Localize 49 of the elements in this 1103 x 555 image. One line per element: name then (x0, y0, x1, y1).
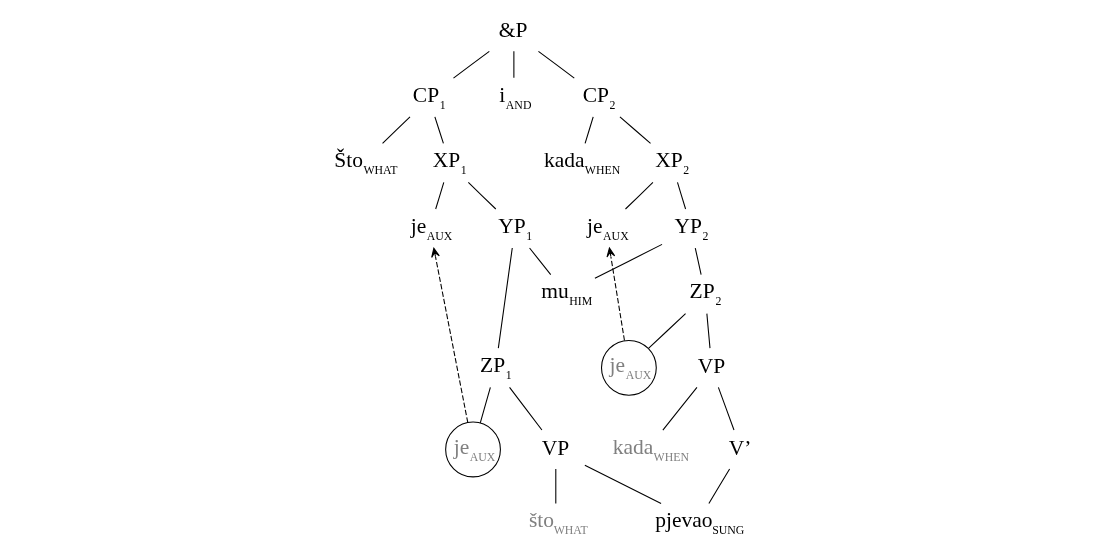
connector (537, 50, 575, 79)
node-circle: je$_{AUX}$ (600, 339, 657, 396)
connector (706, 313, 711, 349)
connector (497, 247, 513, 349)
node-text: je$_{AUX}$ (586, 213, 629, 243)
connector (619, 116, 652, 144)
node-text: CP$_{2}$ (582, 82, 616, 112)
connector (513, 50, 515, 79)
node-text: CP$_{1}$ (412, 82, 446, 112)
connector (594, 243, 663, 279)
node-text: YP$_{2}$ (674, 213, 709, 243)
node-text: je$_{AUX}$ (410, 213, 453, 243)
node-text: kada$_{WHEN}$ (612, 434, 690, 464)
node-text: što$_{WHAT}$ (528, 508, 588, 538)
connector (435, 181, 445, 210)
node-text: XP$_{2}$ (655, 148, 690, 178)
connector (694, 247, 702, 276)
node-text: XP$_{1}$ (432, 148, 467, 178)
connector (648, 313, 687, 349)
connector (467, 181, 497, 210)
connector (479, 386, 491, 424)
node-text: mu$_{HIM}$ (541, 279, 593, 309)
connector (584, 464, 662, 505)
connector (509, 386, 543, 431)
connector (452, 50, 490, 79)
connector (555, 468, 557, 504)
node-circle: je$_{AUX}$ (445, 421, 501, 478)
node-text: ZP$_{2}$ (689, 279, 722, 309)
arrow (431, 247, 469, 423)
connector (529, 247, 552, 276)
connector (708, 468, 731, 504)
node-text: ZP$_{1}$ (480, 353, 512, 383)
connector (624, 181, 654, 210)
node-text: pjevao$_{SUNG}$ (655, 508, 745, 538)
node-text: VP (541, 435, 570, 460)
connector (662, 386, 698, 431)
connector (676, 181, 687, 210)
arrow (606, 247, 625, 341)
node-text: YP$_{1}$ (498, 213, 533, 243)
connector (434, 116, 444, 144)
connector (717, 386, 735, 431)
node-text: kada$_{WHEN}$ (543, 148, 621, 178)
node-text: &P (498, 18, 528, 43)
node-text: VP (697, 354, 726, 379)
connector (382, 116, 411, 144)
node-text: Što$_{WHAT}$ (334, 148, 398, 178)
connector (584, 116, 594, 144)
node-text: V’ (728, 435, 752, 460)
node-text: i$_{AND}$ (499, 82, 532, 112)
